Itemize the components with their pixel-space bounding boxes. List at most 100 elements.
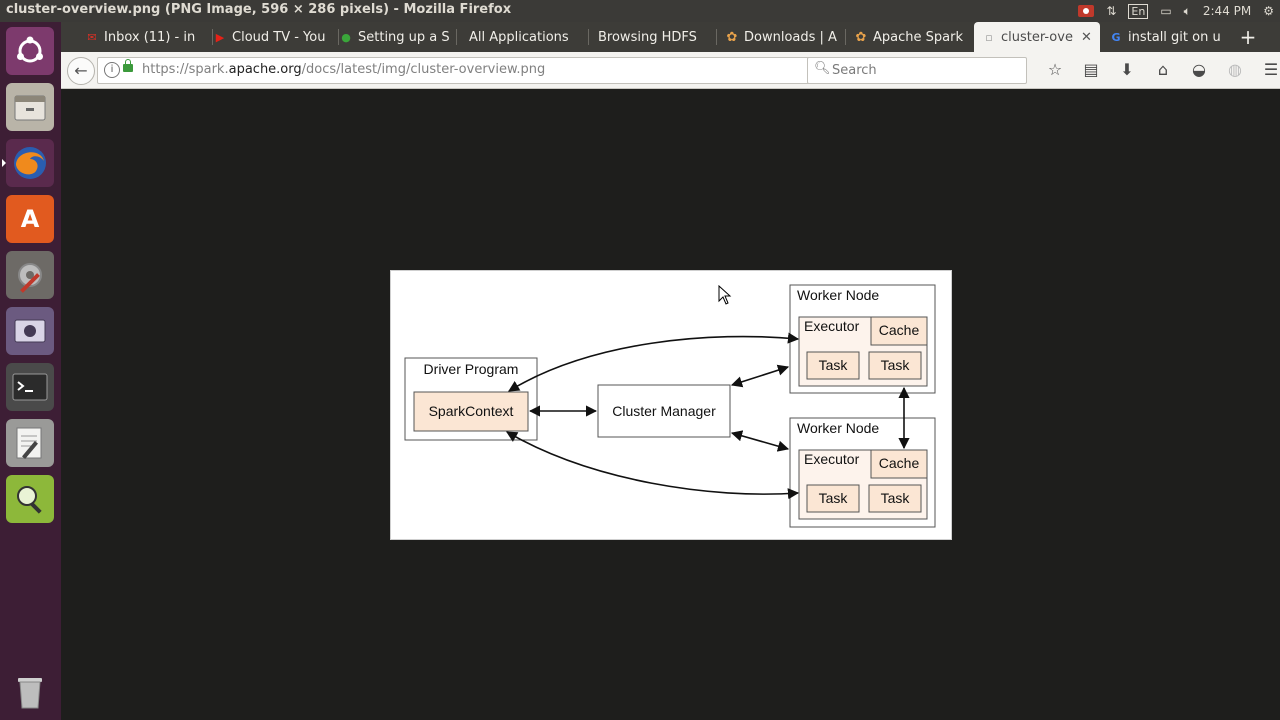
battery-icon[interactable]: ▭ bbox=[1160, 4, 1172, 18]
youtube-icon: ▶ bbox=[215, 30, 225, 44]
tab-separator bbox=[212, 29, 213, 45]
image-icon: ▫ bbox=[985, 30, 993, 44]
tab-cluster-overview[interactable]: ▫ cluster-ove ✕ bbox=[974, 22, 1100, 52]
info-icon[interactable]: i bbox=[104, 62, 120, 78]
terminal-icon bbox=[6, 363, 54, 411]
search-bar[interactable]: 🔍︎ bbox=[807, 57, 1027, 84]
tab-setting-up[interactable]: ● Setting up a S bbox=[339, 22, 457, 52]
tab-label: Apache Spark bbox=[873, 29, 963, 45]
running-indicator bbox=[2, 159, 6, 167]
download-icon[interactable]: ⬇ bbox=[1120, 60, 1134, 79]
file-manager-icon bbox=[6, 83, 54, 131]
pocket-icon[interactable]: ◒ bbox=[1192, 60, 1206, 79]
new-tab-button[interactable]: + bbox=[1239, 25, 1257, 49]
tab-downloads[interactable]: ✿ Downloads | A bbox=[725, 22, 846, 52]
shopping-bag-icon: A bbox=[20, 205, 40, 233]
launcher-software-center[interactable]: A bbox=[6, 195, 54, 243]
text-editor-icon bbox=[6, 419, 54, 467]
tab-label: Setting up a S bbox=[358, 29, 450, 45]
firefox-icon bbox=[6, 139, 54, 187]
tab-apache-spark[interactable]: ✿ Apache Spark bbox=[854, 22, 971, 52]
ubuntu-logo-icon bbox=[6, 27, 54, 75]
launcher-video[interactable] bbox=[6, 307, 54, 355]
spark-context-label: SparkContext bbox=[429, 403, 514, 419]
tab-install-git[interactable]: G install git on u bbox=[1109, 22, 1227, 52]
home-icon[interactable]: ⌂ bbox=[1157, 60, 1169, 79]
window-title: cluster-overview.png (PNG Image, 596 × 2… bbox=[6, 2, 512, 17]
recording-icon[interactable] bbox=[1078, 5, 1095, 17]
tab-separator bbox=[588, 29, 589, 45]
bookmark-star-icon[interactable]: ☆ bbox=[1047, 60, 1063, 79]
lock-icon[interactable] bbox=[123, 59, 133, 72]
connector-arrow bbox=[730, 364, 790, 388]
mouse-cursor-icon bbox=[718, 285, 732, 305]
worker-node-title: Worker Node bbox=[797, 420, 879, 436]
cache-label: Cache bbox=[879, 455, 920, 471]
tab-all-applications[interactable]: All Applications bbox=[469, 22, 589, 52]
url-text[interactable]: https://spark.apache.org/docs/latest/img… bbox=[142, 62, 546, 77]
cluster-diagram: Driver Program SparkContext Cluster Mana… bbox=[404, 284, 936, 528]
tab-inbox[interactable]: ✉ Inbox (11) - in bbox=[85, 22, 213, 52]
task-box bbox=[868, 484, 922, 513]
back-button[interactable]: ← bbox=[67, 57, 95, 85]
task-box bbox=[806, 351, 860, 380]
url-bar[interactable]: i https://spark.apache.org/docs/latest/i… bbox=[97, 57, 865, 84]
tab-label: Cloud TV - You bbox=[232, 29, 326, 45]
gear-icon[interactable]: ⚙ bbox=[1263, 4, 1274, 18]
tab-browsing-hdfs[interactable]: Browsing HDFS bbox=[598, 22, 717, 52]
task-box bbox=[868, 351, 922, 380]
keyboard-layout-indicator[interactable]: En bbox=[1128, 3, 1149, 19]
toolbar-icons: ☆ ▤ ⬇ ⌂ ◒ ◍ ☰ bbox=[1037, 58, 1280, 82]
globe-icon[interactable]: ◍ bbox=[1228, 60, 1242, 79]
tab-label: Downloads | A bbox=[744, 29, 837, 45]
task-label: Task bbox=[819, 490, 849, 506]
network-arrows-icon[interactable]: ⇅ bbox=[1106, 4, 1117, 18]
launcher-image-viewer[interactable] bbox=[6, 475, 54, 523]
tab-separator bbox=[716, 29, 717, 45]
magnifier-icon bbox=[6, 475, 54, 523]
settings-tools-icon bbox=[6, 251, 54, 299]
launcher-terminal[interactable] bbox=[6, 363, 54, 411]
task-label: Task bbox=[819, 357, 849, 373]
cache-label: Cache bbox=[879, 322, 920, 338]
reading-list-icon[interactable]: ▤ bbox=[1083, 60, 1099, 79]
executor-label: Executor bbox=[804, 318, 860, 334]
volume-icon[interactable]: 🔈︎ bbox=[1183, 3, 1191, 18]
tab-label: All Applications bbox=[469, 29, 569, 45]
launcher-files[interactable] bbox=[6, 83, 54, 131]
cluster-overview-image: Driver Program SparkContext Cluster Mana… bbox=[390, 270, 952, 540]
gear-icon: ✿ bbox=[726, 29, 738, 45]
launcher-system-settings[interactable] bbox=[6, 251, 54, 299]
tab-cloud-tv[interactable]: ▶ Cloud TV - You bbox=[213, 22, 339, 52]
tab-label: Browsing HDFS bbox=[598, 29, 697, 45]
search-input[interactable] bbox=[830, 60, 1024, 81]
tab-label: Inbox (11) - in bbox=[104, 29, 196, 45]
driver-program-label: Driver Program bbox=[424, 361, 519, 377]
gmail-icon: ✉ bbox=[87, 30, 97, 44]
tab-strip: ✉ Inbox (11) - in ▶ Cloud TV - You ● Set… bbox=[61, 22, 1280, 52]
cluster-manager-label: Cluster Manager bbox=[612, 403, 716, 419]
cache-box bbox=[870, 316, 928, 346]
worker-node-title: Worker Node bbox=[797, 287, 879, 303]
cache-box bbox=[870, 449, 928, 479]
tab-separator bbox=[338, 29, 339, 45]
trash-icon bbox=[6, 667, 54, 715]
cluster-manager-box bbox=[597, 384, 731, 438]
launcher-trash[interactable] bbox=[6, 667, 54, 715]
launcher-dash-home[interactable] bbox=[6, 27, 54, 75]
navigation-bar: ← i https://spark.apache.org/docs/latest… bbox=[61, 52, 1280, 89]
menu-icon[interactable]: ☰ bbox=[1263, 60, 1279, 79]
connector-arrow bbox=[506, 431, 800, 500]
connector-arrow bbox=[730, 430, 790, 452]
video-player-icon bbox=[6, 307, 54, 355]
tab-label: install git on u bbox=[1128, 29, 1221, 45]
clock[interactable]: 2:44 PM bbox=[1202, 4, 1252, 18]
launcher-text-editor[interactable] bbox=[6, 419, 54, 467]
tab-separator bbox=[845, 29, 846, 45]
tab-separator bbox=[456, 29, 457, 45]
unity-launcher: A bbox=[0, 22, 62, 720]
executor-label: Executor bbox=[804, 451, 860, 467]
google-icon: G bbox=[1111, 30, 1121, 44]
close-tab-icon[interactable]: ✕ bbox=[1081, 29, 1092, 45]
launcher-firefox[interactable] bbox=[2, 139, 54, 187]
